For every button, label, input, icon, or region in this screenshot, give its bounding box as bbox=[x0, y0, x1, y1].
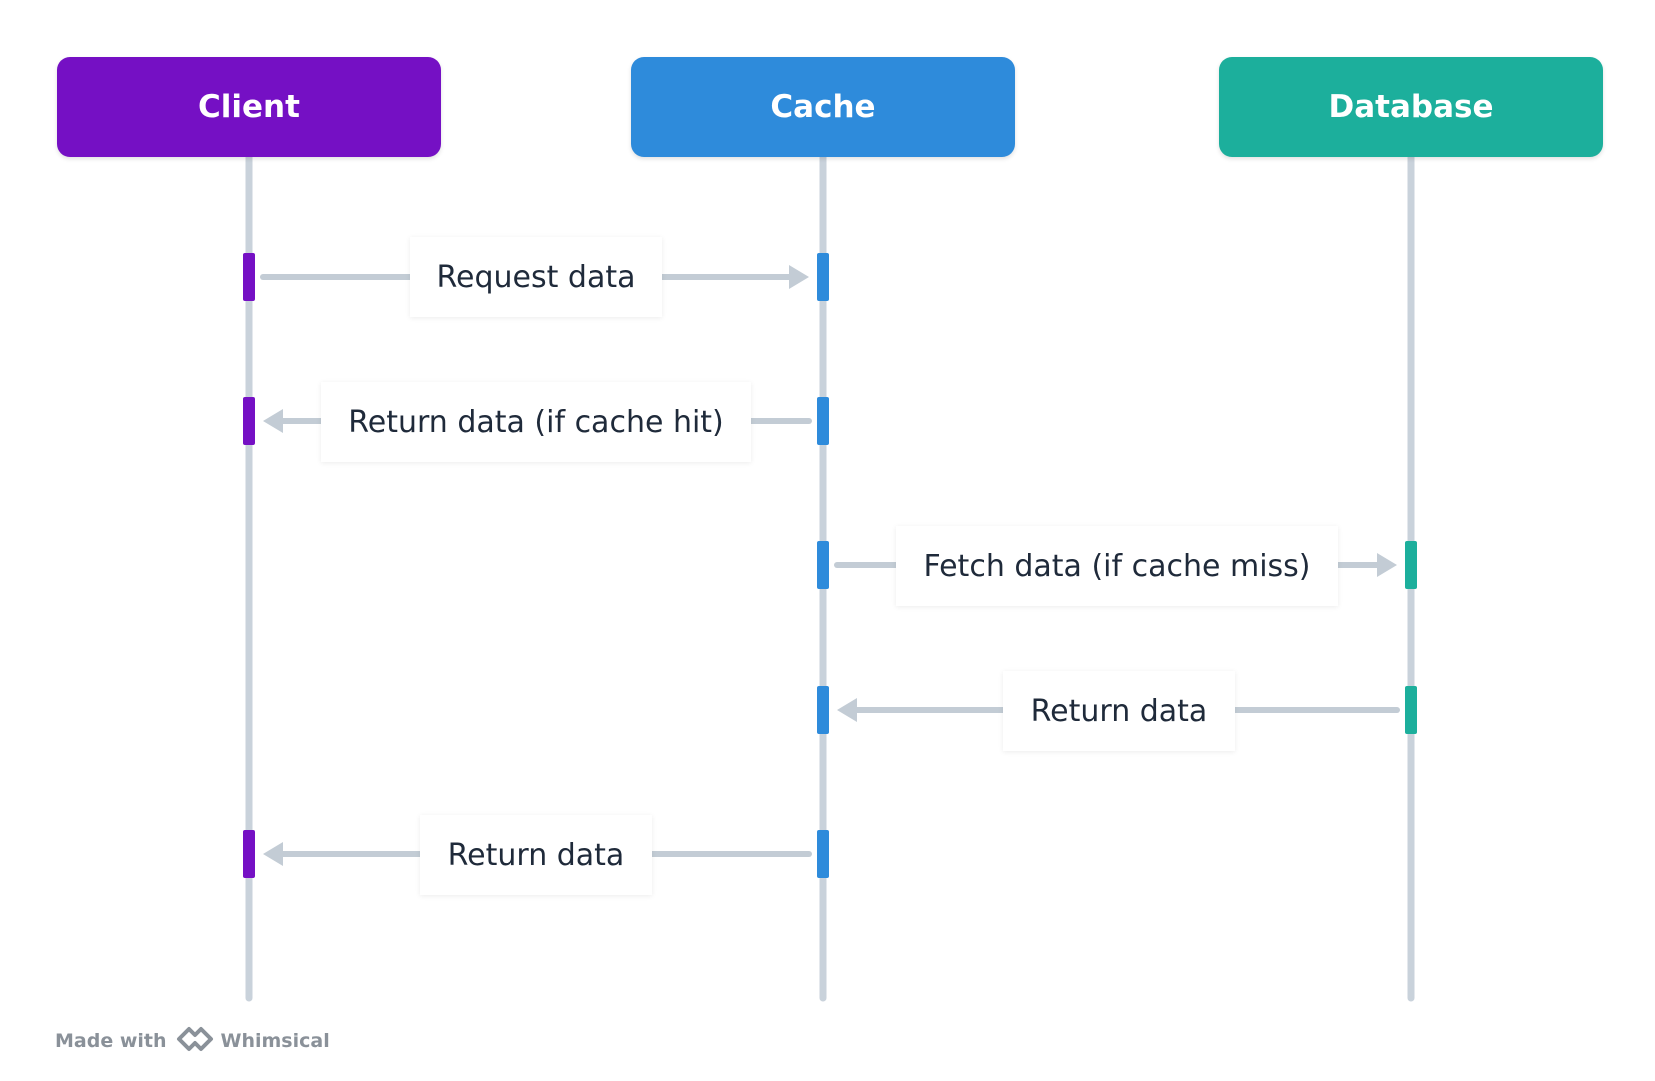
footer-made-with[interactable]: Made with Whimsical bbox=[55, 1026, 330, 1056]
activation-cache-2-from bbox=[817, 541, 829, 589]
activation-cache-4-from bbox=[817, 830, 829, 878]
message-arrowhead-4 bbox=[263, 842, 283, 866]
activation-database-3-from bbox=[1405, 686, 1417, 734]
actor-client[interactable]: Client bbox=[57, 57, 441, 157]
message-label-fetch-cache-miss[interactable]: Fetch data (if cache miss) bbox=[896, 526, 1338, 606]
message-label-return-cache-hit[interactable]: Return data (if cache hit) bbox=[321, 382, 751, 462]
activation-client-4-to bbox=[243, 830, 255, 878]
message-arrowhead-0 bbox=[789, 265, 809, 289]
message-label-return-client[interactable]: Return data bbox=[420, 815, 652, 895]
activation-client-0-from bbox=[243, 253, 255, 301]
whimsical-logo-icon bbox=[175, 1024, 215, 1059]
actor-cache[interactable]: Cache bbox=[631, 57, 1015, 157]
activation-cache-3-to bbox=[817, 686, 829, 734]
activation-cache-0-to bbox=[817, 253, 829, 301]
activation-database-2-to bbox=[1405, 541, 1417, 589]
footer-made-with-text: Made with bbox=[55, 1030, 167, 1052]
message-arrowhead-3 bbox=[837, 698, 857, 722]
message-arrowhead-1 bbox=[263, 409, 283, 433]
activation-cache-1-from bbox=[817, 397, 829, 445]
actor-database[interactable]: Database bbox=[1219, 57, 1603, 157]
message-label-return-db[interactable]: Return data bbox=[1003, 671, 1235, 751]
message-arrowhead-2 bbox=[1377, 553, 1397, 577]
footer-brand-text: Whimsical bbox=[220, 1030, 330, 1052]
message-label-request-data[interactable]: Request data bbox=[410, 237, 662, 317]
activation-client-1-to bbox=[243, 397, 255, 445]
